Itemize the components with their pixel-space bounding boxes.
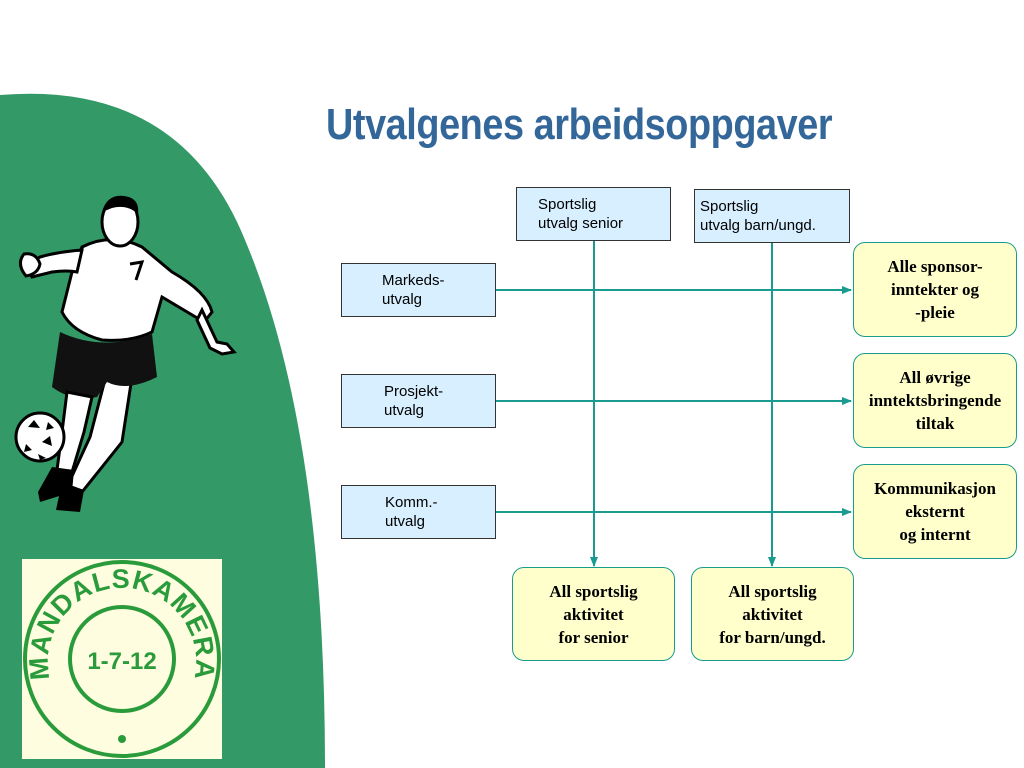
box-label: Sportslig [538,196,597,213]
box-label: for senior [558,627,629,647]
box-label: All sportslig [728,581,817,601]
box-sponsorinntekter: Alle sponsor- inntekter og -pleie [853,242,1017,337]
box-ovrige-tiltak: All øvrige inntektsbringende tiltak [853,353,1017,448]
box-label: Komm.- [385,494,438,511]
box-sportslig-utvalg-senior: Sportslig utvalg senior [516,187,671,241]
box-sportslig-utvalg-barn: Sportslig utvalg barn/ungd. [694,189,850,243]
box-label: -pleie [915,303,955,322]
box-kommunikasjon: Kommunikasjon eksternt og internt [853,464,1017,559]
box-label: utvalg barn/ungd. [700,217,816,234]
box-label: tiltak [915,414,955,433]
box-markedsutvalg: Markeds- utvalg [341,263,496,317]
box-label: utvalg [384,402,425,419]
box-label: aktivitet [563,604,624,624]
box-label: eksternt [905,502,965,521]
club-logo-emblem: MANDALSKAMERATENE 1-7-12 [12,535,222,759]
box-label: Sportslig [700,198,759,215]
box-prosjektutvalg: Prosjekt- utvalg [341,374,496,428]
box-label: inntekter og [891,280,979,299]
box-label: utvalg senior [538,215,624,232]
box-label: inntektsbringende [868,391,1002,410]
box-kommutvalg: Komm.- utvalg [341,485,496,539]
box-label: All øvrige [899,368,971,387]
box-label: All sportslig [549,581,638,601]
box-label: utvalg [382,291,423,308]
football-player-illustration [14,195,237,512]
box-label: aktivitet [742,604,803,624]
box-label: Alle sponsor- [887,257,983,276]
box-label: for barn/ungd. [719,627,826,647]
box-label: og internt [899,525,971,544]
box-label: utvalg [385,513,426,530]
logo-center-text: 1-7-12 [87,648,156,675]
box-aktivitet-senior: All sportslig aktivitet for senior [512,567,675,661]
box-label: Kommunikasjon [874,479,996,498]
box-label: Markeds- [382,272,445,289]
box-aktivitet-barn: All sportslig aktivitet for barn/ungd. [691,567,854,661]
box-label: Prosjekt- [384,383,444,400]
page-title: Utvalgenes arbeidsoppgaver [326,100,833,149]
